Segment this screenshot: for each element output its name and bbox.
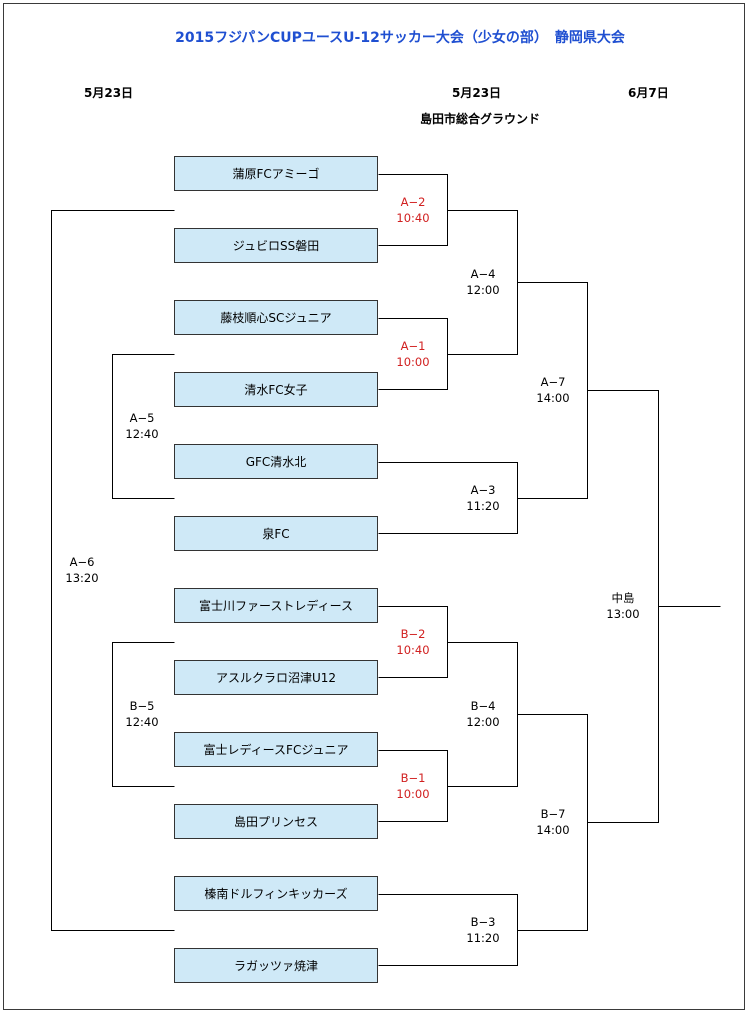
match-id: A−2 xyxy=(400,195,426,209)
bracket-line-final xyxy=(587,390,721,823)
match-label-b4: B−4 12:00 xyxy=(443,698,523,730)
match-id: B−5 xyxy=(129,699,155,713)
bracket-line-a6 xyxy=(51,210,175,931)
match-time: 10:40 xyxy=(396,211,430,225)
page-title: 2015フジパンCUPユースU-12サッカー大会（少女の部） 静岡県大会 xyxy=(175,30,625,46)
match-id: A−7 xyxy=(540,375,566,389)
match-time: 12:00 xyxy=(466,283,500,297)
team-box: 藤枝順心SCジュニア xyxy=(174,300,378,335)
team-box: ラガッツァ焼津 xyxy=(174,948,378,983)
match-label-a2: A−2 10:40 xyxy=(373,194,453,226)
match-id: B−2 xyxy=(400,627,426,641)
match-id: A−6 xyxy=(69,555,95,569)
match-time: 11:20 xyxy=(466,499,500,513)
date-header-left: 5月23日 xyxy=(84,86,134,100)
team-box: GFC清水北 xyxy=(174,444,378,479)
team-box: 榛南ドルフィンキッカーズ xyxy=(174,876,378,911)
match-label-a6: A−6 13:20 xyxy=(42,554,122,586)
team-box: 島田プリンセス xyxy=(174,804,378,839)
team-box: ジュビロSS磐田 xyxy=(174,228,378,263)
match-time: 10:40 xyxy=(396,643,430,657)
match-time: 13:20 xyxy=(65,571,99,585)
match-label-a5: A−5 12:40 xyxy=(102,410,182,442)
match-time: 12:40 xyxy=(125,715,159,729)
team-box: 清水FC女子 xyxy=(174,372,378,407)
venue-label: 島田市総合グラウンド xyxy=(420,112,541,126)
match-label-a1: A−1 10:00 xyxy=(373,338,453,370)
match-id: A−1 xyxy=(400,339,426,353)
match-label-b2: B−2 10:40 xyxy=(373,626,453,658)
match-time: 10:00 xyxy=(396,787,430,801)
match-time: 12:00 xyxy=(466,715,500,729)
match-label-a4: A−4 12:00 xyxy=(443,266,523,298)
match-label-a7: A−7 14:00 xyxy=(513,374,593,406)
match-id: A−5 xyxy=(129,411,155,425)
team-box: 泉FC xyxy=(174,516,378,551)
match-id: B−1 xyxy=(400,771,426,785)
match-time: 13:00 xyxy=(606,607,640,621)
bracket-line-b5 xyxy=(112,642,175,787)
match-id: A−3 xyxy=(470,483,496,497)
match-id: B−7 xyxy=(540,807,566,821)
match-id: B−4 xyxy=(470,699,496,713)
bracket-line-a5 xyxy=(112,354,175,499)
match-time: 14:00 xyxy=(536,391,570,405)
team-box: 蒲原FCアミーゴ xyxy=(174,156,378,191)
match-label-final: 中島 13:00 xyxy=(583,590,663,622)
match-time: 14:00 xyxy=(536,823,570,837)
match-label-b3: B−3 11:20 xyxy=(443,914,523,946)
page-frame xyxy=(3,3,745,1010)
date-header-right: 6月7日 xyxy=(628,86,669,100)
match-time: 10:00 xyxy=(396,355,430,369)
match-id: B−3 xyxy=(470,915,496,929)
team-box: 富士川ファーストレディース xyxy=(174,588,378,623)
team-box: アスルクラロ沼津U12 xyxy=(174,660,378,695)
match-id: 中島 xyxy=(611,591,635,605)
match-label-b7: B−7 14:00 xyxy=(513,806,593,838)
team-box: 富士レディースFCジュニア xyxy=(174,732,378,767)
match-time: 11:20 xyxy=(466,931,500,945)
match-label-a3: A−3 11:20 xyxy=(443,482,523,514)
match-label-b1: B−1 10:00 xyxy=(373,770,453,802)
match-label-b5: B−5 12:40 xyxy=(102,698,182,730)
match-id: A−4 xyxy=(470,267,496,281)
date-header-mid: 5月23日 xyxy=(452,86,502,100)
match-time: 12:40 xyxy=(125,427,159,441)
